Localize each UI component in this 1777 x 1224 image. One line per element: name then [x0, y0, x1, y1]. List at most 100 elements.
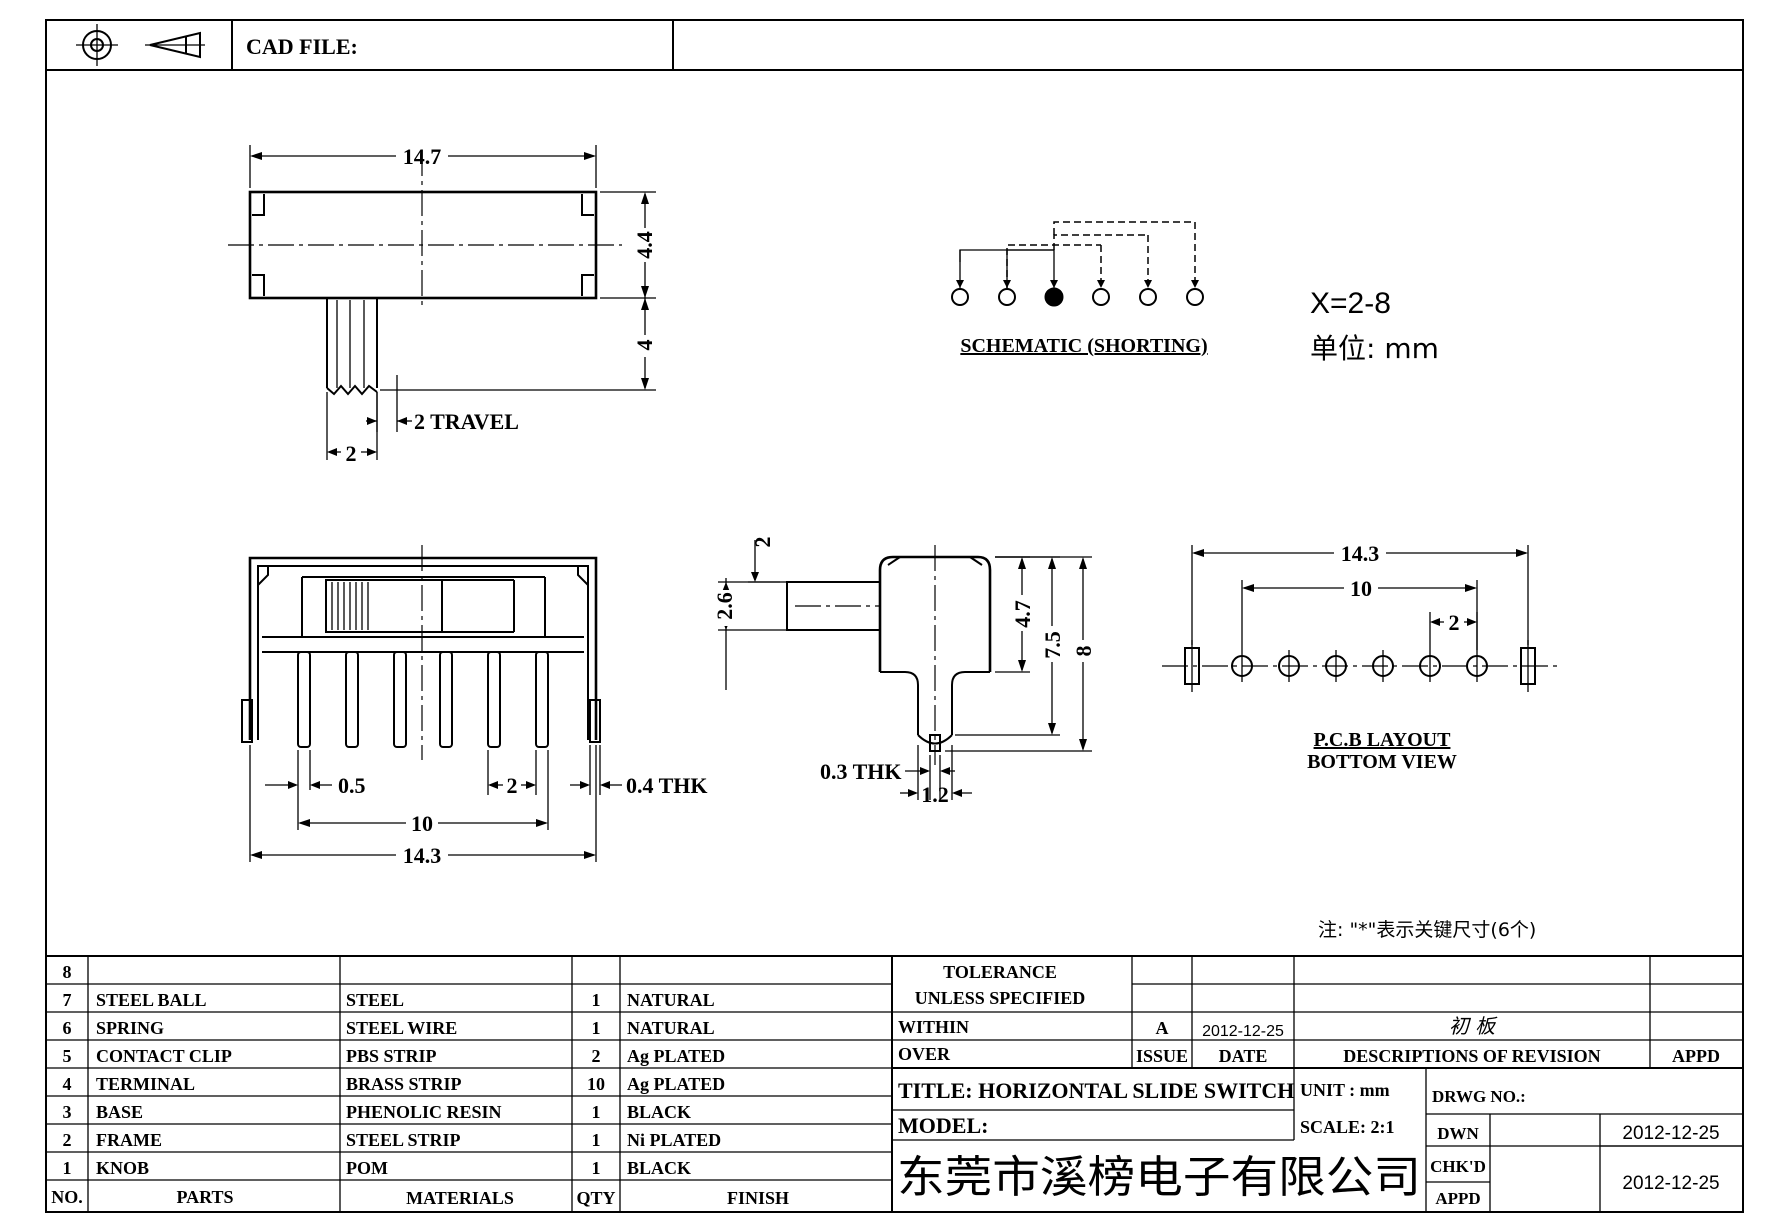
bom-cell-qty: 10 — [587, 1074, 605, 1094]
bom-cell-finish: Ni PLATED — [627, 1130, 721, 1150]
bom-cell-part: KNOB — [96, 1158, 149, 1178]
dim-thickness: 0.4 THK — [626, 773, 708, 798]
projection-symbol-icon — [76, 24, 205, 66]
appd-col-label: APPD — [1672, 1046, 1720, 1066]
bom-cell-material: BRASS STRIP — [346, 1074, 462, 1094]
chk-date: 2012-12-25 — [1622, 1173, 1719, 1194]
dwn-label: DWN — [1437, 1124, 1479, 1143]
dim-front-span: 10 — [411, 811, 433, 836]
knob-hatch — [331, 582, 369, 630]
bom-cell-qty: 1 — [592, 1130, 601, 1150]
sheet-border — [45, 19, 1744, 1213]
bom-cell-material: STEEL STRIP — [346, 1130, 461, 1150]
bom-cell-no: 1 — [63, 1158, 72, 1178]
bom-cell-finish: NATURAL — [627, 990, 715, 1010]
bom-cell-finish: NATURAL — [627, 1018, 715, 1038]
dim-knob-offset: 2 — [750, 537, 775, 548]
bom-cell-finish: Ag PLATED — [627, 1074, 725, 1094]
bom-cell-part: FRAME — [96, 1130, 162, 1150]
scale-label: SCALE: 2:1 — [1300, 1117, 1395, 1137]
dim-pcb-pitch: 2 — [1449, 610, 1460, 635]
dim-pin-width-side: 1.2 — [921, 782, 949, 807]
bom-cell-no: 7 — [63, 990, 72, 1010]
note-x-range: X=2-8 — [1310, 287, 1391, 320]
drwg-no-label: DRWG NO.: — [1432, 1087, 1526, 1106]
bom-header-no: NO. — [51, 1187, 83, 1207]
bom-cell-part: CONTACT CLIP — [96, 1046, 232, 1066]
bom-header-finish: FINISH — [727, 1188, 789, 1208]
front-pins — [241, 651, 601, 748]
date-label: DATE — [1219, 1046, 1268, 1066]
bom-cell-no: 6 — [63, 1018, 72, 1038]
bom-cell-part: BASE — [96, 1102, 143, 1122]
issue-label: ISSUE — [1136, 1046, 1188, 1066]
descriptions-label: DESCRIPTIONS OF REVISION — [1343, 1046, 1600, 1066]
chkd-label: CHK'D — [1430, 1157, 1486, 1176]
dim-pcb-width: 14.3 — [1341, 541, 1380, 566]
company-name: 东莞市溪榜电子有限公司 — [897, 1152, 1421, 1203]
bom-cell-qty: 2 — [592, 1046, 601, 1066]
bom-cell-material: PHENOLIC RESIN — [346, 1102, 502, 1122]
rev-date: 2012-12-25 — [1202, 1023, 1284, 1040]
bom-cell-material: PBS STRIP — [346, 1046, 437, 1066]
pcb-layout: 14.3 10 2 P.C.B LAYOUT BOTTOM VIEW — [1162, 541, 1558, 773]
bom-cell-no: 8 — [63, 962, 72, 982]
title-block: TOLERANCE UNLESS SPECIFIED WITHIN OVER A… — [892, 956, 1743, 1212]
bom-cell-qty: 1 — [592, 1158, 601, 1178]
note-key-dims: 注: "*"表示关键尺寸(6个) — [1318, 919, 1536, 941]
bom-cell-no: 3 — [63, 1102, 72, 1122]
bom-cell-material: STEEL WIRE — [346, 1018, 457, 1038]
note-unit: 单位: mm — [1310, 332, 1439, 365]
header-box: CAD FILE: — [45, 19, 1743, 71]
schematic: SCHEMATIC (SHORTING) — [951, 221, 1208, 357]
tolerance-label-1: TOLERANCE — [943, 962, 1057, 982]
dim-travel: 2 TRAVEL — [414, 409, 519, 434]
appd-label: APPD — [1435, 1189, 1480, 1208]
top-view: 14.7 4.4 4 2 2 TRAVEL — [228, 144, 657, 466]
dim-height-1: 7.5 — [1040, 631, 1065, 659]
bom-header: NO. PARTS MATERIALS QTY FINISH — [51, 1187, 789, 1208]
bom-cell-finish: Ag PLATED — [627, 1046, 725, 1066]
pcb-holes — [1231, 650, 1488, 682]
bom-header-materials: MATERIALS — [406, 1188, 514, 1208]
front-view: 0.5 2 0.4 THK 10 14.3 — [241, 545, 708, 868]
rev-issue: A — [1156, 1018, 1169, 1038]
dim-pin-thk: 0.3 THK — [820, 759, 902, 784]
bom-cell-qty: 1 — [592, 1018, 601, 1038]
bom-cell-material: POM — [346, 1158, 388, 1178]
model-label: MODEL: — [898, 1113, 988, 1138]
side-view: 2 2.6 4.7 7.5 8 — [712, 537, 1096, 807]
pcb-label-2: BOTTOM VIEW — [1307, 751, 1457, 773]
bom-cell-finish: BLACK — [627, 1158, 691, 1178]
dwn-date: 2012-12-25 — [1622, 1123, 1719, 1144]
bom-cell-part: STEEL BALL — [96, 990, 207, 1010]
pcb-label-1: P.C.B LAYOUT — [1314, 729, 1452, 751]
dim-pcb-span: 10 — [1350, 576, 1372, 601]
bom-cell-qty: 1 — [592, 1102, 601, 1122]
dim-body-height: 4.7 — [1010, 600, 1035, 628]
over-label: OVER — [898, 1044, 951, 1064]
dim-front-width: 14.3 — [403, 843, 442, 868]
dim-knob-dia: 2.6 — [712, 592, 737, 620]
bom-cell-qty: 1 — [592, 990, 601, 1010]
dim-top-height: 4.4 — [632, 231, 657, 259]
bom-cell-no: 5 — [63, 1046, 72, 1066]
dim-knob-width: 2 — [346, 441, 357, 466]
dim-height-2: 8 — [1071, 646, 1096, 657]
bom-table — [46, 955, 1743, 1212]
dim-knob-height: 4 — [632, 340, 657, 351]
dim-top-width: 14.7 — [403, 144, 442, 169]
bom-cell-no: 2 — [63, 1130, 72, 1150]
tolerance-label-2: UNLESS SPECIFIED — [915, 988, 1086, 1008]
bom-cell-part: TERMINAL — [96, 1074, 195, 1094]
dim-front-pitch: 2 — [507, 773, 518, 798]
bom-cell-finish: BLACK — [627, 1102, 691, 1122]
bom-cell-part: SPRING — [96, 1018, 164, 1038]
cad-file-label: CAD FILE: — [246, 34, 358, 59]
schematic-label: SCHEMATIC (SHORTING) — [960, 335, 1207, 357]
within-label: WITHIN — [898, 1017, 969, 1037]
bom-cell-material: STEEL — [346, 990, 404, 1010]
bom-cell-no: 4 — [63, 1074, 72, 1094]
drawing-title: TITLE: HORIZONTAL SLIDE SWITCH — [898, 1078, 1294, 1103]
